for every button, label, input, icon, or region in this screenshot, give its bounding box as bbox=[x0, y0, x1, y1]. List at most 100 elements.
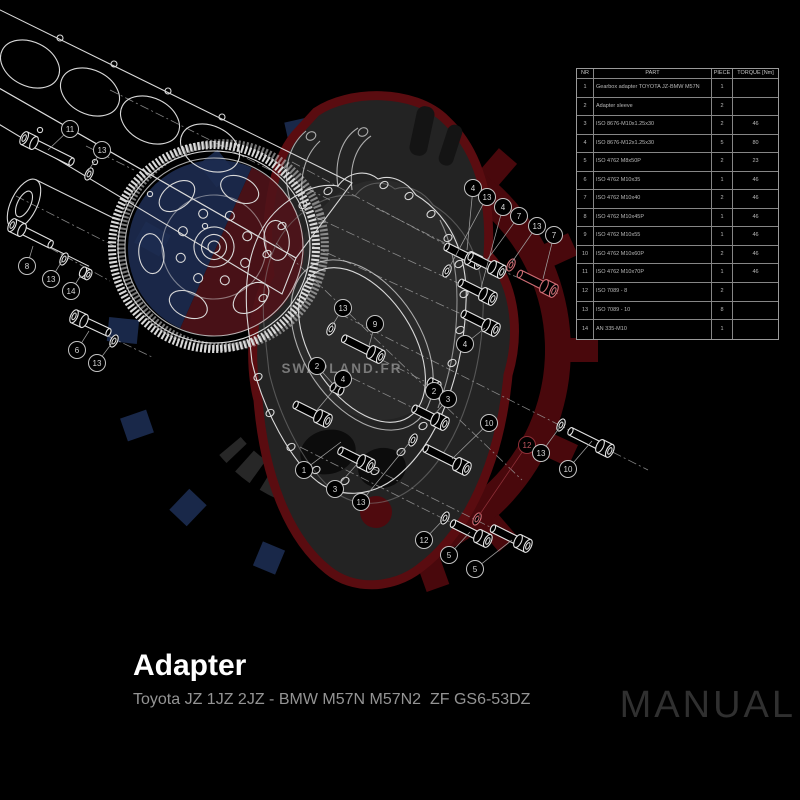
callout-circle-8 bbox=[18, 257, 36, 275]
callout-number: 8 bbox=[25, 262, 30, 271]
callout-circle-7 bbox=[545, 226, 563, 244]
cell-part: ISO 7089 - 8 bbox=[594, 283, 712, 302]
manual-watermark: MANUAL bbox=[619, 684, 796, 726]
callout-leader bbox=[546, 426, 561, 446]
cell-nr: 2 bbox=[577, 97, 594, 117]
callout-leader bbox=[316, 385, 338, 411]
callout-circle-11 bbox=[61, 120, 79, 138]
callout-circle-14 bbox=[62, 282, 80, 300]
cell-nr: 8 bbox=[577, 208, 594, 228]
table-header: PIECE bbox=[712, 69, 733, 79]
callout-number: 10 bbox=[485, 419, 494, 428]
callout-circle-2 bbox=[425, 382, 443, 400]
callout-number: 1 bbox=[302, 466, 307, 475]
cell-torque: 46 bbox=[733, 116, 778, 135]
callout-circle-3 bbox=[439, 390, 457, 408]
callout-leader bbox=[454, 531, 471, 549]
cell-part: ISO 8676-M10x1.25x30 bbox=[594, 116, 712, 135]
nut bbox=[78, 266, 93, 281]
cell-part: Gearbox adapter TOYOTA JZ-BMW M57N bbox=[594, 79, 712, 98]
cell-piece: 1 bbox=[712, 320, 733, 339]
callout-number: 13 bbox=[93, 359, 102, 368]
callout-circle-13 bbox=[88, 354, 106, 372]
washer bbox=[440, 511, 450, 525]
callout-leader bbox=[448, 204, 484, 269]
cell-part: ISO 4762 M10x60P bbox=[594, 245, 712, 265]
callout-leader bbox=[451, 429, 483, 460]
cell-part: ISO 7089 - 10 bbox=[594, 301, 712, 321]
cell-part: ISO 4762 M10x35 bbox=[594, 171, 712, 191]
callout-number: 5 bbox=[473, 565, 478, 574]
cell-nr: 14 bbox=[577, 320, 594, 339]
cell-piece: 1 bbox=[712, 264, 733, 284]
cell-nr: 5 bbox=[577, 153, 594, 172]
callout-number: 13 bbox=[533, 222, 542, 231]
cell-torque: 23 bbox=[733, 153, 778, 172]
cell-torque: 46 bbox=[733, 172, 778, 191]
bolt-red bbox=[516, 269, 559, 298]
callout-leader bbox=[75, 274, 82, 284]
cell-nr: 1 bbox=[577, 79, 594, 98]
cell-part: ISO 4762 M10x45P bbox=[594, 208, 712, 228]
cell-piece: 8 bbox=[712, 301, 733, 321]
callout-circle-13 bbox=[528, 217, 546, 235]
cell-torque bbox=[733, 320, 778, 339]
cell-torque: 46 bbox=[733, 227, 778, 246]
cell-nr: 6 bbox=[577, 171, 594, 191]
callout-circle-1 bbox=[295, 461, 313, 479]
adapter-arms bbox=[286, 127, 372, 207]
page-subtitle: Toyota JZ 1JZ 2JZ - BMW M57N M57N2 ZF GS… bbox=[133, 691, 531, 708]
callout-leader bbox=[429, 518, 445, 534]
callout-number: 5 bbox=[447, 551, 452, 560]
callout-leader bbox=[340, 462, 359, 483]
callout-leader bbox=[481, 539, 513, 564]
callout-number: 13 bbox=[537, 449, 546, 458]
callout-number: 4 bbox=[341, 375, 346, 384]
callout-leader bbox=[573, 440, 593, 463]
callout-leader bbox=[466, 196, 473, 251]
callout-number: 2 bbox=[432, 387, 437, 396]
cell-piece: 5 bbox=[712, 134, 733, 154]
callout-circle-4 bbox=[494, 198, 512, 216]
callout-leader bbox=[368, 332, 373, 347]
callout-circle-13 bbox=[93, 141, 111, 159]
callout-number: 12 bbox=[420, 536, 429, 545]
callout-circle-4 bbox=[334, 370, 352, 388]
callout-number: 13 bbox=[339, 304, 348, 313]
callout-number: 13 bbox=[98, 146, 107, 155]
cell-nr: 4 bbox=[577, 134, 594, 154]
cell-part: Adapter sleeve bbox=[594, 97, 712, 117]
callout-circle-13 bbox=[334, 299, 352, 317]
bolt bbox=[449, 519, 493, 548]
cell-part: ISO 4762 M10x70P bbox=[594, 264, 712, 284]
bolt bbox=[467, 252, 507, 279]
callout-leader bbox=[486, 223, 515, 261]
bolt bbox=[489, 524, 533, 553]
callout-circle-3 bbox=[326, 480, 344, 498]
cell-part: ISO 4762 M8x50P bbox=[594, 153, 712, 172]
cell-piece: 2 bbox=[712, 190, 733, 209]
callout-number: 14 bbox=[67, 287, 76, 296]
callout-circle-4 bbox=[464, 179, 482, 197]
callout-number: 7 bbox=[517, 212, 522, 221]
callout-leader bbox=[471, 327, 486, 339]
page-title: Adapter bbox=[133, 649, 247, 682]
bolt bbox=[340, 334, 386, 364]
flywheel-windows bbox=[138, 174, 290, 320]
cell-piece: 1 bbox=[712, 171, 733, 191]
cell-piece: 1 bbox=[712, 208, 733, 228]
cell-torque: 46 bbox=[733, 264, 778, 284]
table-header: NR bbox=[577, 69, 594, 79]
cell-torque: 46 bbox=[733, 246, 778, 265]
washer bbox=[109, 334, 119, 348]
bolt bbox=[422, 444, 472, 476]
callout-circle-5 bbox=[440, 546, 458, 564]
washer bbox=[59, 252, 69, 266]
cell-torque: 46 bbox=[733, 190, 778, 209]
cell-part: ISO 8676-M12x1.25x30 bbox=[594, 134, 712, 154]
callout-number: 13 bbox=[483, 193, 492, 202]
bolt bbox=[69, 309, 112, 337]
callout-leader bbox=[322, 372, 334, 385]
callout-leader bbox=[542, 243, 553, 280]
